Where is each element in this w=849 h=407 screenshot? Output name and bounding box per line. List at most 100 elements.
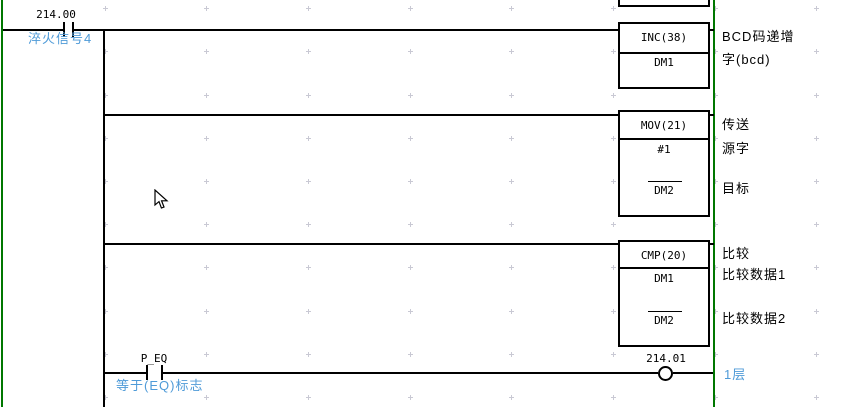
output-coil[interactable] xyxy=(658,366,673,381)
grid-dot-icon xyxy=(102,308,108,314)
grid-dot-icon xyxy=(814,6,820,12)
grid-dot-icon xyxy=(509,179,515,184)
mouse-cursor-icon xyxy=(154,188,169,215)
coil-comment: 1层 xyxy=(724,367,747,382)
grid-dot-icon xyxy=(509,222,515,228)
grid-dot-icon xyxy=(712,265,718,271)
instruction-block-inc[interactable]: INC(38) DM1 xyxy=(618,22,710,89)
instruction-operand: DM1 xyxy=(654,272,674,285)
rung4-wire xyxy=(103,372,146,374)
grid-dot-icon xyxy=(102,222,108,228)
grid-dot-icon xyxy=(305,351,311,357)
grid-dot-icon xyxy=(407,265,413,271)
instruction-block-cmp[interactable]: CMP(20) DM1 DM2 xyxy=(618,240,710,347)
grid-dot-icon xyxy=(611,395,616,400)
grid-dot-icon xyxy=(712,308,718,314)
grid-dot-icon xyxy=(814,265,820,271)
rung3-wire-stub xyxy=(708,243,714,245)
grid-dot-icon xyxy=(102,6,108,12)
grid-dot-icon xyxy=(712,6,718,12)
grid-dot-icon xyxy=(611,351,616,357)
grid-dot-icon xyxy=(509,6,515,12)
instruction-operand: DM1 xyxy=(654,56,674,69)
grid-dot-icon xyxy=(407,49,413,55)
grid-dot-icon xyxy=(305,135,311,141)
grid-dot-icon xyxy=(611,135,616,141)
grid-dot-icon xyxy=(407,222,413,228)
grid-dot-icon xyxy=(509,265,515,271)
operand-separator xyxy=(648,181,682,182)
grid-dot-icon xyxy=(305,222,311,228)
grid-dot-icon xyxy=(509,395,515,400)
instruction-comment: BCD码递增 xyxy=(722,29,795,44)
rung3-wire xyxy=(103,243,618,245)
instruction-operand: DM2 xyxy=(654,184,674,197)
instruction-title: MOV(21) xyxy=(640,119,688,132)
grid-dot-icon xyxy=(407,179,413,184)
grid-dot-icon xyxy=(102,49,108,55)
grid-dot-icon xyxy=(305,6,311,12)
operand-separator xyxy=(648,311,682,312)
operand-comment: 目标 xyxy=(722,181,751,196)
grid-dot-icon xyxy=(814,351,820,357)
branch-wire xyxy=(103,29,105,407)
grid-dot-icon xyxy=(305,49,311,55)
grid-dot-icon xyxy=(712,92,718,98)
contact-bar-icon xyxy=(63,22,65,37)
grid-dot-icon xyxy=(712,351,718,357)
grid-dot-icon xyxy=(102,92,108,98)
contact-comment: 淬火信号4 xyxy=(28,31,93,46)
right-power-rail xyxy=(713,0,715,407)
contact-address-label: P_EQ xyxy=(140,352,168,365)
instruction-divider xyxy=(620,52,708,54)
grid-dot-icon xyxy=(814,308,820,314)
grid-dot-icon xyxy=(712,49,718,55)
grid-dot-icon xyxy=(814,49,820,55)
grid-dot-icon xyxy=(204,179,210,184)
grid-dot-icon xyxy=(814,179,820,184)
grid-dot-icon xyxy=(204,6,210,12)
grid-dot-icon xyxy=(814,395,820,400)
grid-dot-icon xyxy=(814,222,820,228)
grid-dot-icon xyxy=(204,308,210,314)
instruction-block-mov[interactable]: MOV(21) #1 DM2 xyxy=(618,110,710,217)
grid-dot-icon xyxy=(102,265,108,271)
instruction-block-partial[interactable] xyxy=(618,0,710,7)
operand-comment: 比较数据2 xyxy=(722,311,787,326)
grid-dot-icon xyxy=(712,395,718,400)
grid-dot-icon xyxy=(102,179,108,184)
contact-normally-open[interactable] xyxy=(58,19,80,40)
rung2-wire xyxy=(103,114,618,116)
operand-comment: 比较数据1 xyxy=(722,267,787,282)
grid-dot-icon xyxy=(611,265,616,271)
grid-dot-icon xyxy=(712,179,718,184)
contact-address-label: 214.00 xyxy=(36,8,76,21)
coil-address-label: 214.01 xyxy=(646,352,686,365)
grid-dot-icon xyxy=(204,49,210,55)
grid-dot-icon xyxy=(814,135,820,141)
grid-dot-icon xyxy=(204,395,210,400)
rung2-wire-stub xyxy=(708,114,714,116)
contact-bar-icon xyxy=(161,365,163,380)
grid-dot-icon xyxy=(407,308,413,314)
grid-dot-icon xyxy=(509,49,515,55)
grid-dot-icon xyxy=(102,395,108,400)
grid-dot-icon xyxy=(204,135,210,141)
rung1-wire-stub xyxy=(708,29,714,31)
contact-normally-open[interactable] xyxy=(142,362,166,383)
instruction-operand: DM2 xyxy=(654,314,674,327)
instruction-operand: #1 xyxy=(657,143,671,156)
grid-dot-icon xyxy=(712,135,718,141)
grid-dot-icon xyxy=(204,222,210,228)
grid-dot-icon xyxy=(611,308,616,314)
grid-dot-icon xyxy=(509,308,515,314)
instruction-comment: 比较 xyxy=(722,246,751,261)
grid-dot-icon xyxy=(509,135,515,141)
instruction-divider xyxy=(620,267,708,269)
instruction-title: CMP(20) xyxy=(640,249,688,262)
grid-dot-icon xyxy=(407,135,413,141)
contact-bar-icon xyxy=(146,365,148,380)
rung4-wire xyxy=(163,372,658,374)
grid-dot-icon xyxy=(611,92,616,98)
